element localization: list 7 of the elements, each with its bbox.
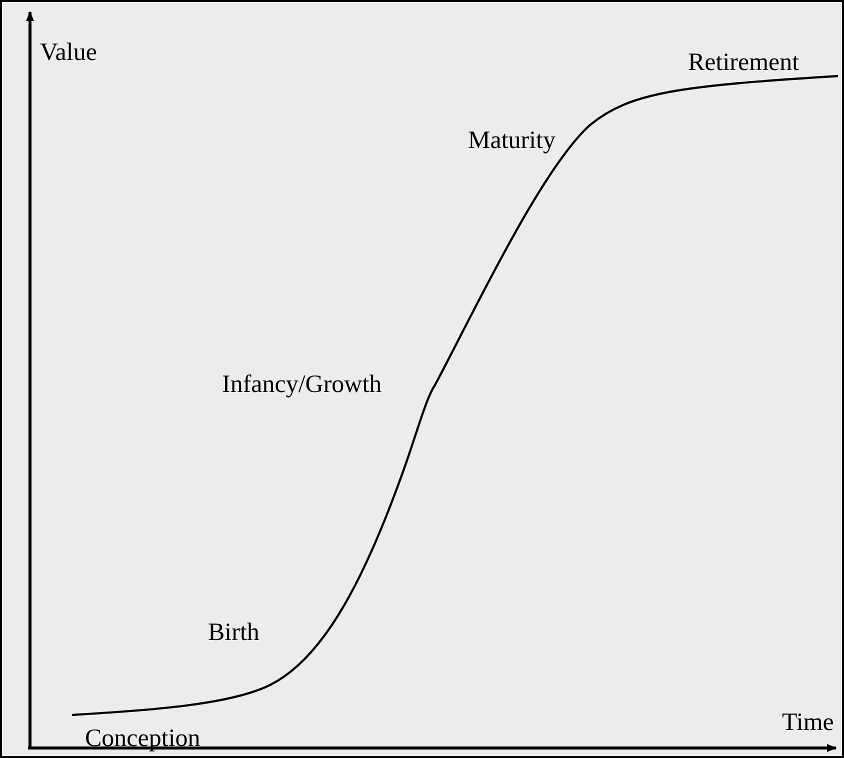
stage-label: Maturity xyxy=(468,128,556,153)
axis-label: Time xyxy=(782,710,834,735)
stage-label: Infancy/Growth xyxy=(222,372,382,397)
stage-label: Retirement xyxy=(688,50,800,75)
stage-label: Birth xyxy=(208,620,260,645)
stage-label: Conception xyxy=(85,726,200,751)
axis-label: Value xyxy=(40,40,97,65)
